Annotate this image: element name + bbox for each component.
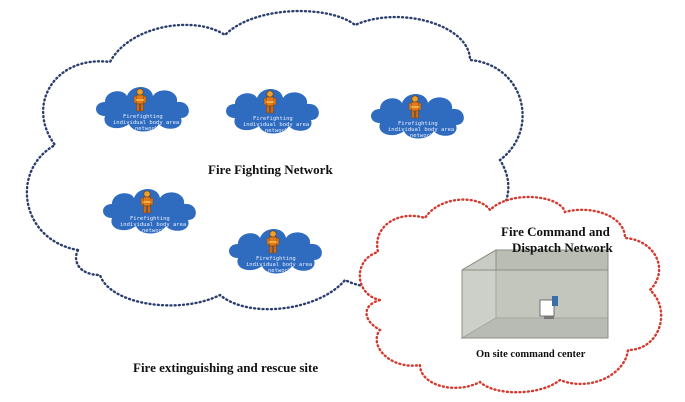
body-area-network-4: Firefighting individual body area networ… bbox=[103, 189, 196, 234]
fire-fighting-network-label: Fire Fighting Network bbox=[208, 162, 333, 177]
body-area-network-1: Firefighting individual body area networ… bbox=[96, 87, 189, 132]
command-network-label-line1: Fire Command and bbox=[501, 224, 611, 239]
body-area-network-2: Firefighting individual body area networ… bbox=[226, 89, 319, 134]
svg-text:Firefighting: Firefighting bbox=[398, 121, 438, 127]
fire-site-label: Fire extinguishing and rescue site bbox=[133, 360, 318, 375]
svg-text:network: network bbox=[410, 133, 434, 139]
svg-text:Firefighting: Firefighting bbox=[253, 116, 293, 122]
svg-text:network: network bbox=[135, 126, 159, 132]
svg-text:network: network bbox=[268, 268, 292, 274]
svg-text:network: network bbox=[265, 128, 289, 134]
body-area-network-5: Firefighting individual body area networ… bbox=[229, 229, 322, 274]
svg-text:individual body area: individual body area bbox=[246, 262, 312, 268]
command-center-label: On site command center bbox=[476, 349, 586, 360]
svg-text:Firefighting: Firefighting bbox=[123, 114, 163, 120]
svg-text:individual body area: individual body area bbox=[243, 122, 309, 128]
svg-text:Firefighting: Firefighting bbox=[130, 216, 170, 222]
svg-text:individual body area: individual body area bbox=[113, 120, 179, 126]
svg-text:individual body area: individual body area bbox=[120, 222, 186, 228]
svg-text:individual body area: individual body area bbox=[388, 127, 454, 133]
command-room-icon bbox=[460, 249, 609, 339]
body-area-network-3: Firefighting individual body area networ… bbox=[371, 94, 464, 139]
command-network-label-line2: Dispatch Network bbox=[512, 240, 614, 255]
svg-text:Firefighting: Firefighting bbox=[256, 256, 296, 262]
svg-text:network: network bbox=[142, 228, 166, 234]
